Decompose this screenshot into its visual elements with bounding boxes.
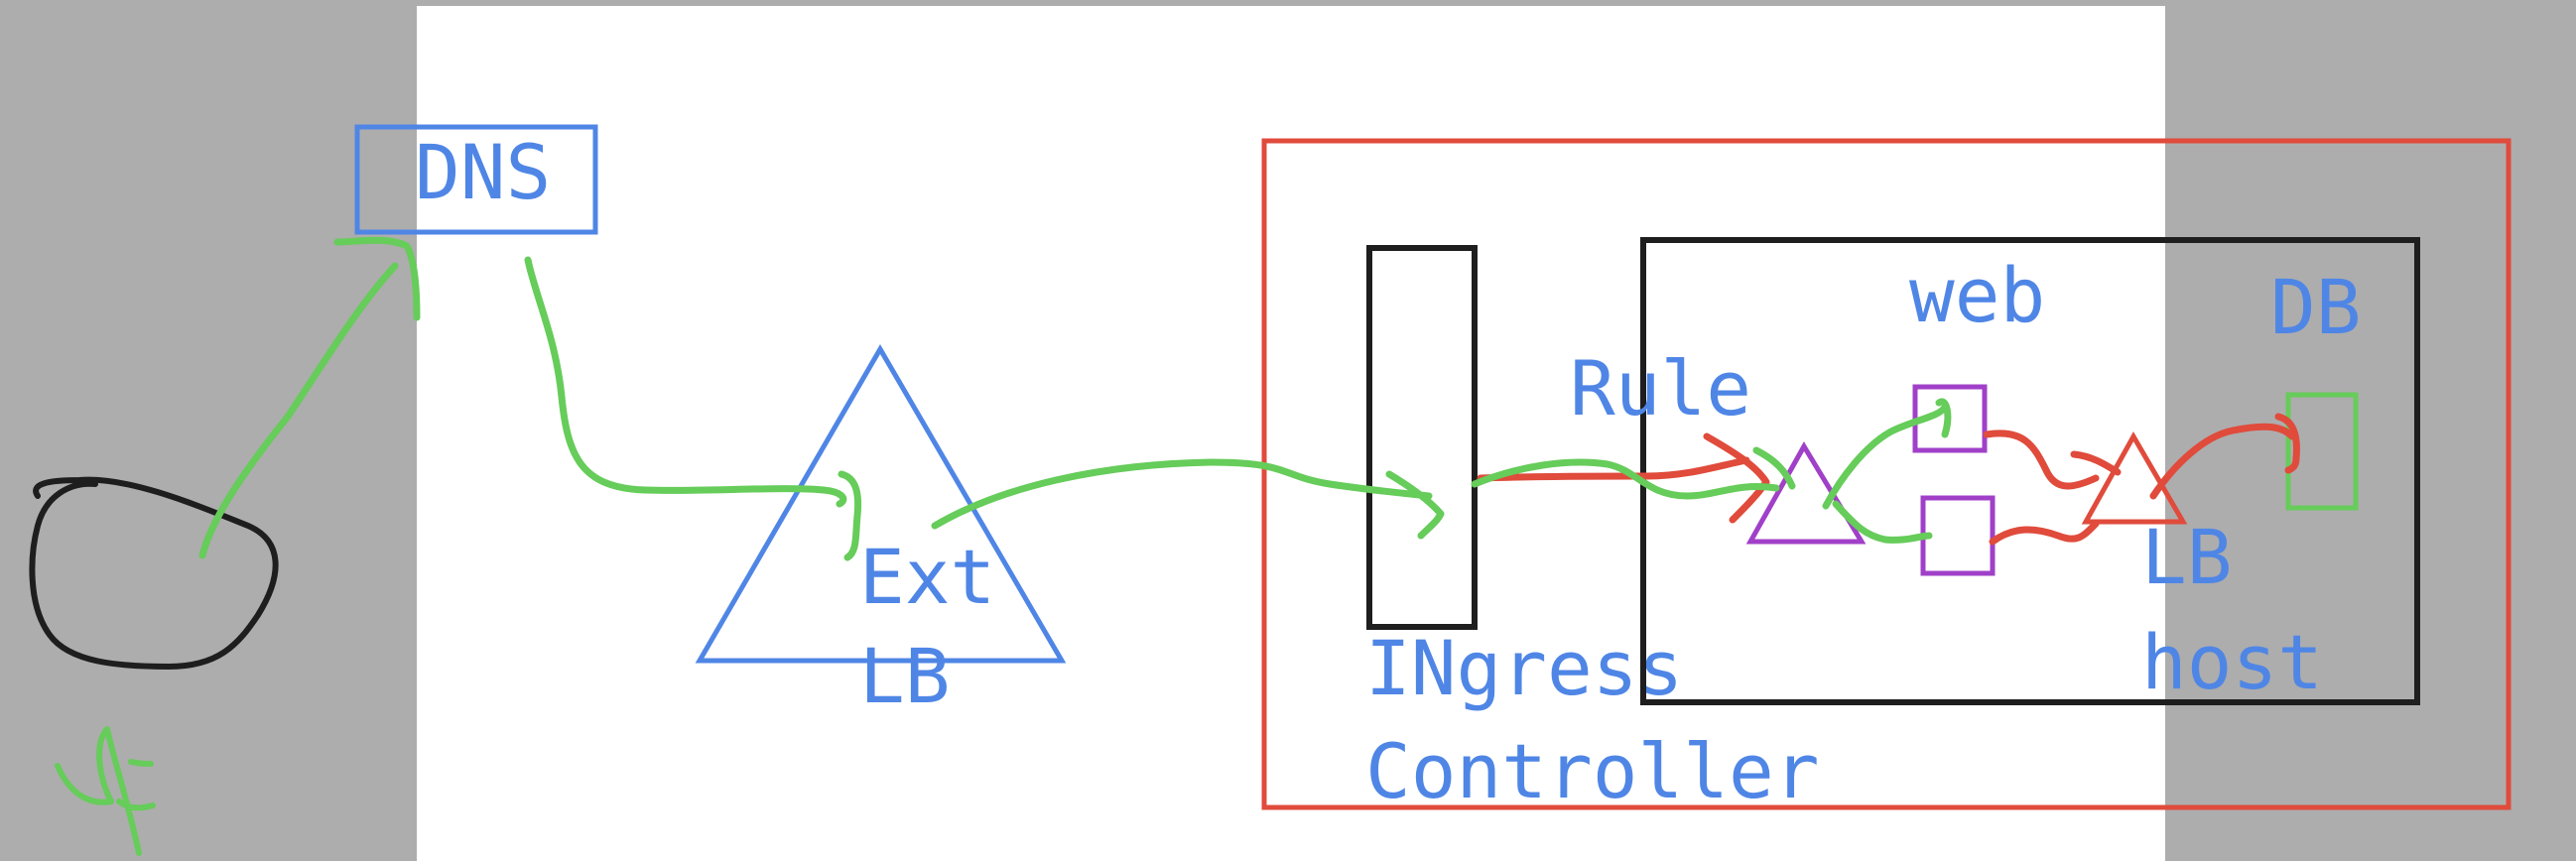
flow-green-ingress-to-service [1471, 446, 1796, 500]
dns-label: DNS [415, 128, 551, 216]
flow-ext-lb-to-ingress [931, 458, 1445, 540]
ext-lb-label-line2: LB [859, 632, 951, 720]
flow-web-pods-to-lb [1983, 430, 2122, 546]
flow-lb-to-db [2149, 413, 2300, 500]
lb-label: LB [2141, 513, 2233, 601]
database-box-icon [2285, 392, 2359, 511]
host-label: host [2141, 618, 2323, 706]
flow-client-to-dns [198, 236, 421, 559]
cluster-boundary [1261, 138, 2512, 810]
flow-service-to-web-pods [1822, 398, 1952, 544]
rule-label: Rule [1570, 344, 1751, 432]
ingress-controller-box [1366, 245, 1478, 630]
host-node-box [1640, 237, 2420, 705]
internal-load-balancer-triangle-icon [2081, 430, 2188, 525]
flow-dns-to-ext-lb [524, 256, 862, 561]
flow-red-ingress-to-service [1477, 432, 1770, 524]
scribble-mark [55, 726, 156, 856]
ingress-label-line2: Controller [1365, 727, 1820, 815]
ingress-label-line1: INgress [1365, 624, 1683, 712]
whiteboard [417, 6, 2165, 861]
client-circle-icon [29, 476, 279, 670]
web-label: web [1909, 251, 2045, 339]
db-label: DB [2270, 263, 2362, 351]
dns-box [354, 124, 598, 235]
ext-lb-label-line1: Ext [859, 533, 995, 621]
